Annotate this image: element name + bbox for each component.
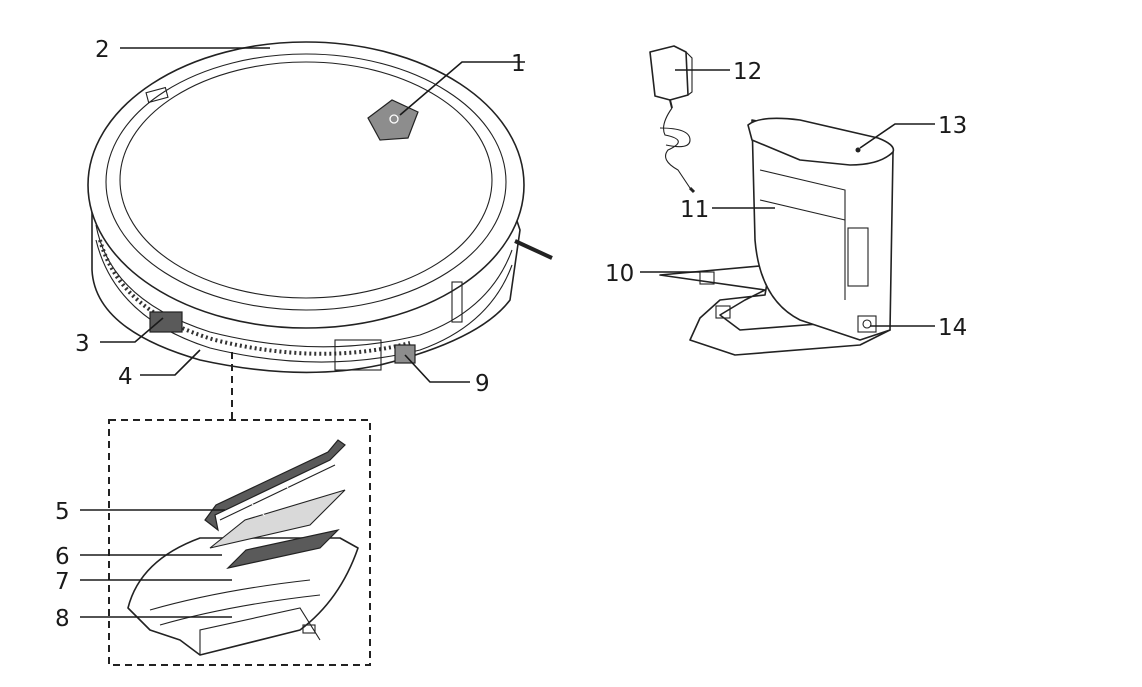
callout-10: 10	[605, 261, 634, 287]
callout-6: 6	[55, 544, 70, 570]
callout-1: 1	[511, 51, 526, 77]
callout-3: 3	[75, 331, 90, 357]
callout-12: 12	[733, 59, 762, 85]
charging-dock	[659, 117, 895, 356]
callout-13: 13	[938, 113, 967, 139]
power-adapter	[649, 45, 696, 194]
callout-4: 4	[118, 364, 133, 390]
callout-11: 11	[680, 197, 709, 223]
leader-lines	[80, 47, 935, 618]
callout-2: 2	[95, 37, 110, 63]
callout-5: 5	[55, 499, 70, 525]
callout-14: 14	[938, 315, 967, 341]
callout-8: 8	[55, 606, 70, 632]
dust-bin-exploded	[127, 439, 359, 656]
bin-detail-frame	[108, 419, 371, 666]
callout-labels: 1 2 3 4 5 6 7 8 9 10 11 12 13 14	[55, 37, 967, 632]
callout-9: 9	[475, 371, 490, 397]
callout-7: 7	[55, 569, 70, 595]
